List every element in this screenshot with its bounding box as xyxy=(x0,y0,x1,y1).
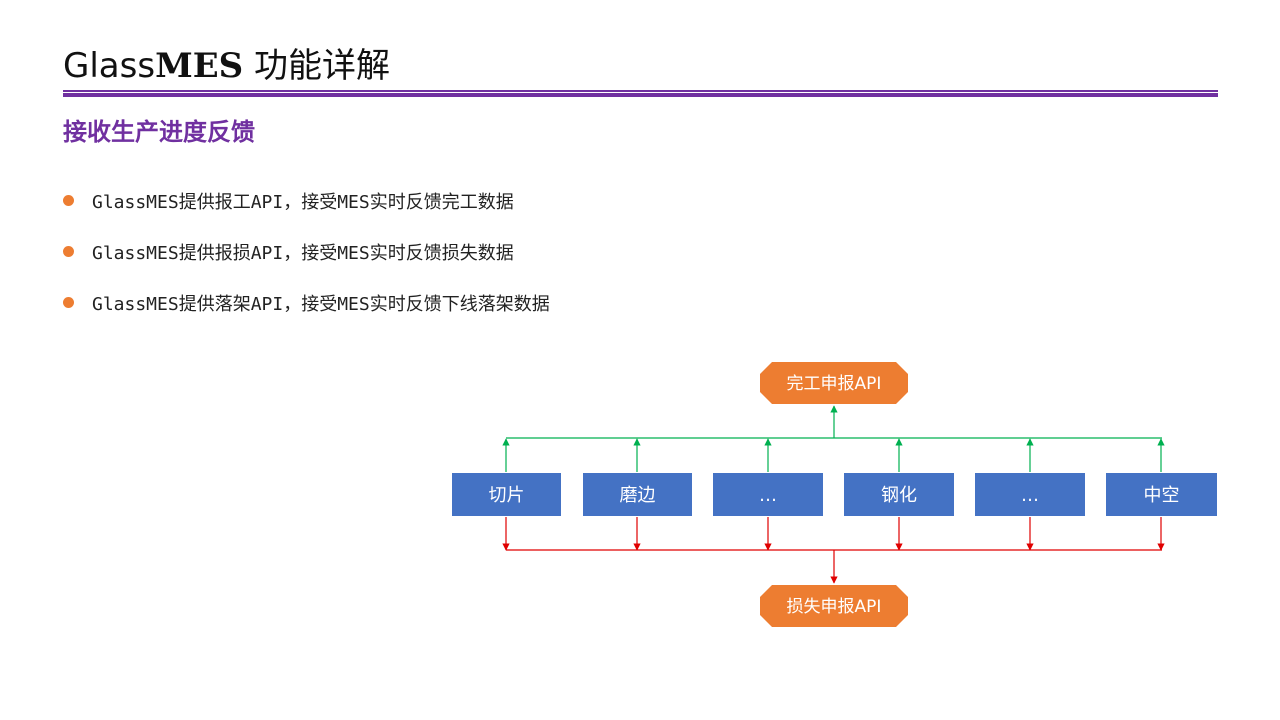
step-box: 磨边 xyxy=(583,473,692,516)
step-label-ellipsis: … xyxy=(759,485,777,506)
step-label-tempering: 钢化 xyxy=(881,485,917,506)
section-title: 接收生产进度反馈 xyxy=(63,118,255,146)
red-down-connectors xyxy=(502,517,1165,584)
bullet-dot-icon xyxy=(63,297,74,308)
bullet-list: GlassMES提供报工API，接受MES实时反馈完工数据 GlassMES提供… xyxy=(63,188,550,341)
green-up-connectors xyxy=(502,405,1165,472)
bottom-api-label: 损失申报API xyxy=(787,597,882,617)
top-api-label: 完工申报API xyxy=(787,374,882,394)
step-label-edging: 磨边 xyxy=(620,485,656,506)
bullet-dot-icon xyxy=(63,195,74,206)
bullet-text: GlassMES提供报损API，接受MES实时反馈损失数据 xyxy=(92,243,514,264)
bullet-item-loss-api: GlassMES提供报损API，接受MES实时反馈损失数据 xyxy=(63,239,550,290)
title-prefix: Glass xyxy=(63,46,156,86)
step-label-insulating: 中空 xyxy=(1144,485,1180,506)
bullet-dot-icon xyxy=(63,246,74,257)
step-box: 钢化 xyxy=(844,473,954,516)
bullet-item-report-api: GlassMES提供报工API，接受MES实时反馈完工数据 xyxy=(63,188,550,239)
title-suffix: 功能详解 xyxy=(243,46,390,86)
bottom-api-node: 损失申报API xyxy=(760,585,908,627)
title-brand: MES xyxy=(155,46,244,86)
bullet-text: GlassMES提供落架API，接受MES实时反馈下线落架数据 xyxy=(92,294,550,315)
step-box: … xyxy=(975,473,1085,516)
step-box: 切片 xyxy=(452,473,561,516)
step-label-ellipsis: … xyxy=(1021,485,1039,506)
bullet-text: GlassMES提供报工API，接受MES实时反馈完工数据 xyxy=(92,192,514,213)
step-box: 中空 xyxy=(1106,473,1217,516)
step-box: … xyxy=(713,473,823,516)
bullet-item-rack-api: GlassMES提供落架API，接受MES实时反馈下线落架数据 xyxy=(63,290,550,341)
page-title: GlassMES 功能详解 xyxy=(63,38,390,87)
title-divider-thin xyxy=(63,90,1218,92)
title-divider-thick xyxy=(63,93,1218,97)
step-label-cutting: 切片 xyxy=(489,485,525,506)
top-api-node: 完工申报API xyxy=(760,362,908,404)
